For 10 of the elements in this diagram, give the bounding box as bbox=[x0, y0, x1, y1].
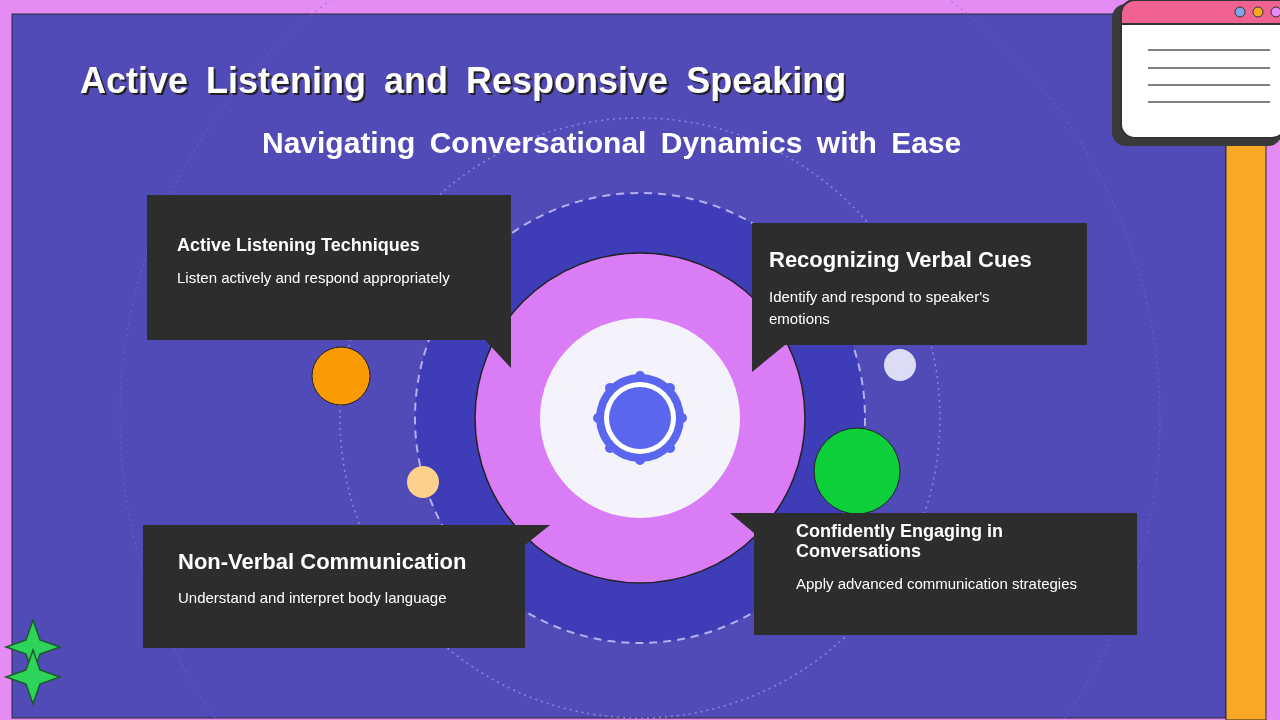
slide-title: Active Listening and Responsive Speaking bbox=[80, 60, 847, 102]
callout-heading: Active Listening Techniques bbox=[177, 235, 421, 255]
callout-text: Understand and interpret body language bbox=[178, 588, 448, 608]
callout-heading: Confidently Engaging in Conversations bbox=[796, 521, 1004, 561]
callout-text: Listen actively and respond appropriately bbox=[177, 268, 451, 288]
callout-text: Identify and respond to speaker's emotions bbox=[769, 287, 991, 329]
callout-heading: Recognizing Verbal Cues bbox=[769, 248, 1033, 272]
callout-text: Apply advanced communication strategies bbox=[796, 574, 1078, 594]
slide-subtitle: Navigating Conversational Dynamics with Ease bbox=[262, 126, 962, 160]
callout-heading: Non-Verbal Communication bbox=[178, 550, 468, 574]
